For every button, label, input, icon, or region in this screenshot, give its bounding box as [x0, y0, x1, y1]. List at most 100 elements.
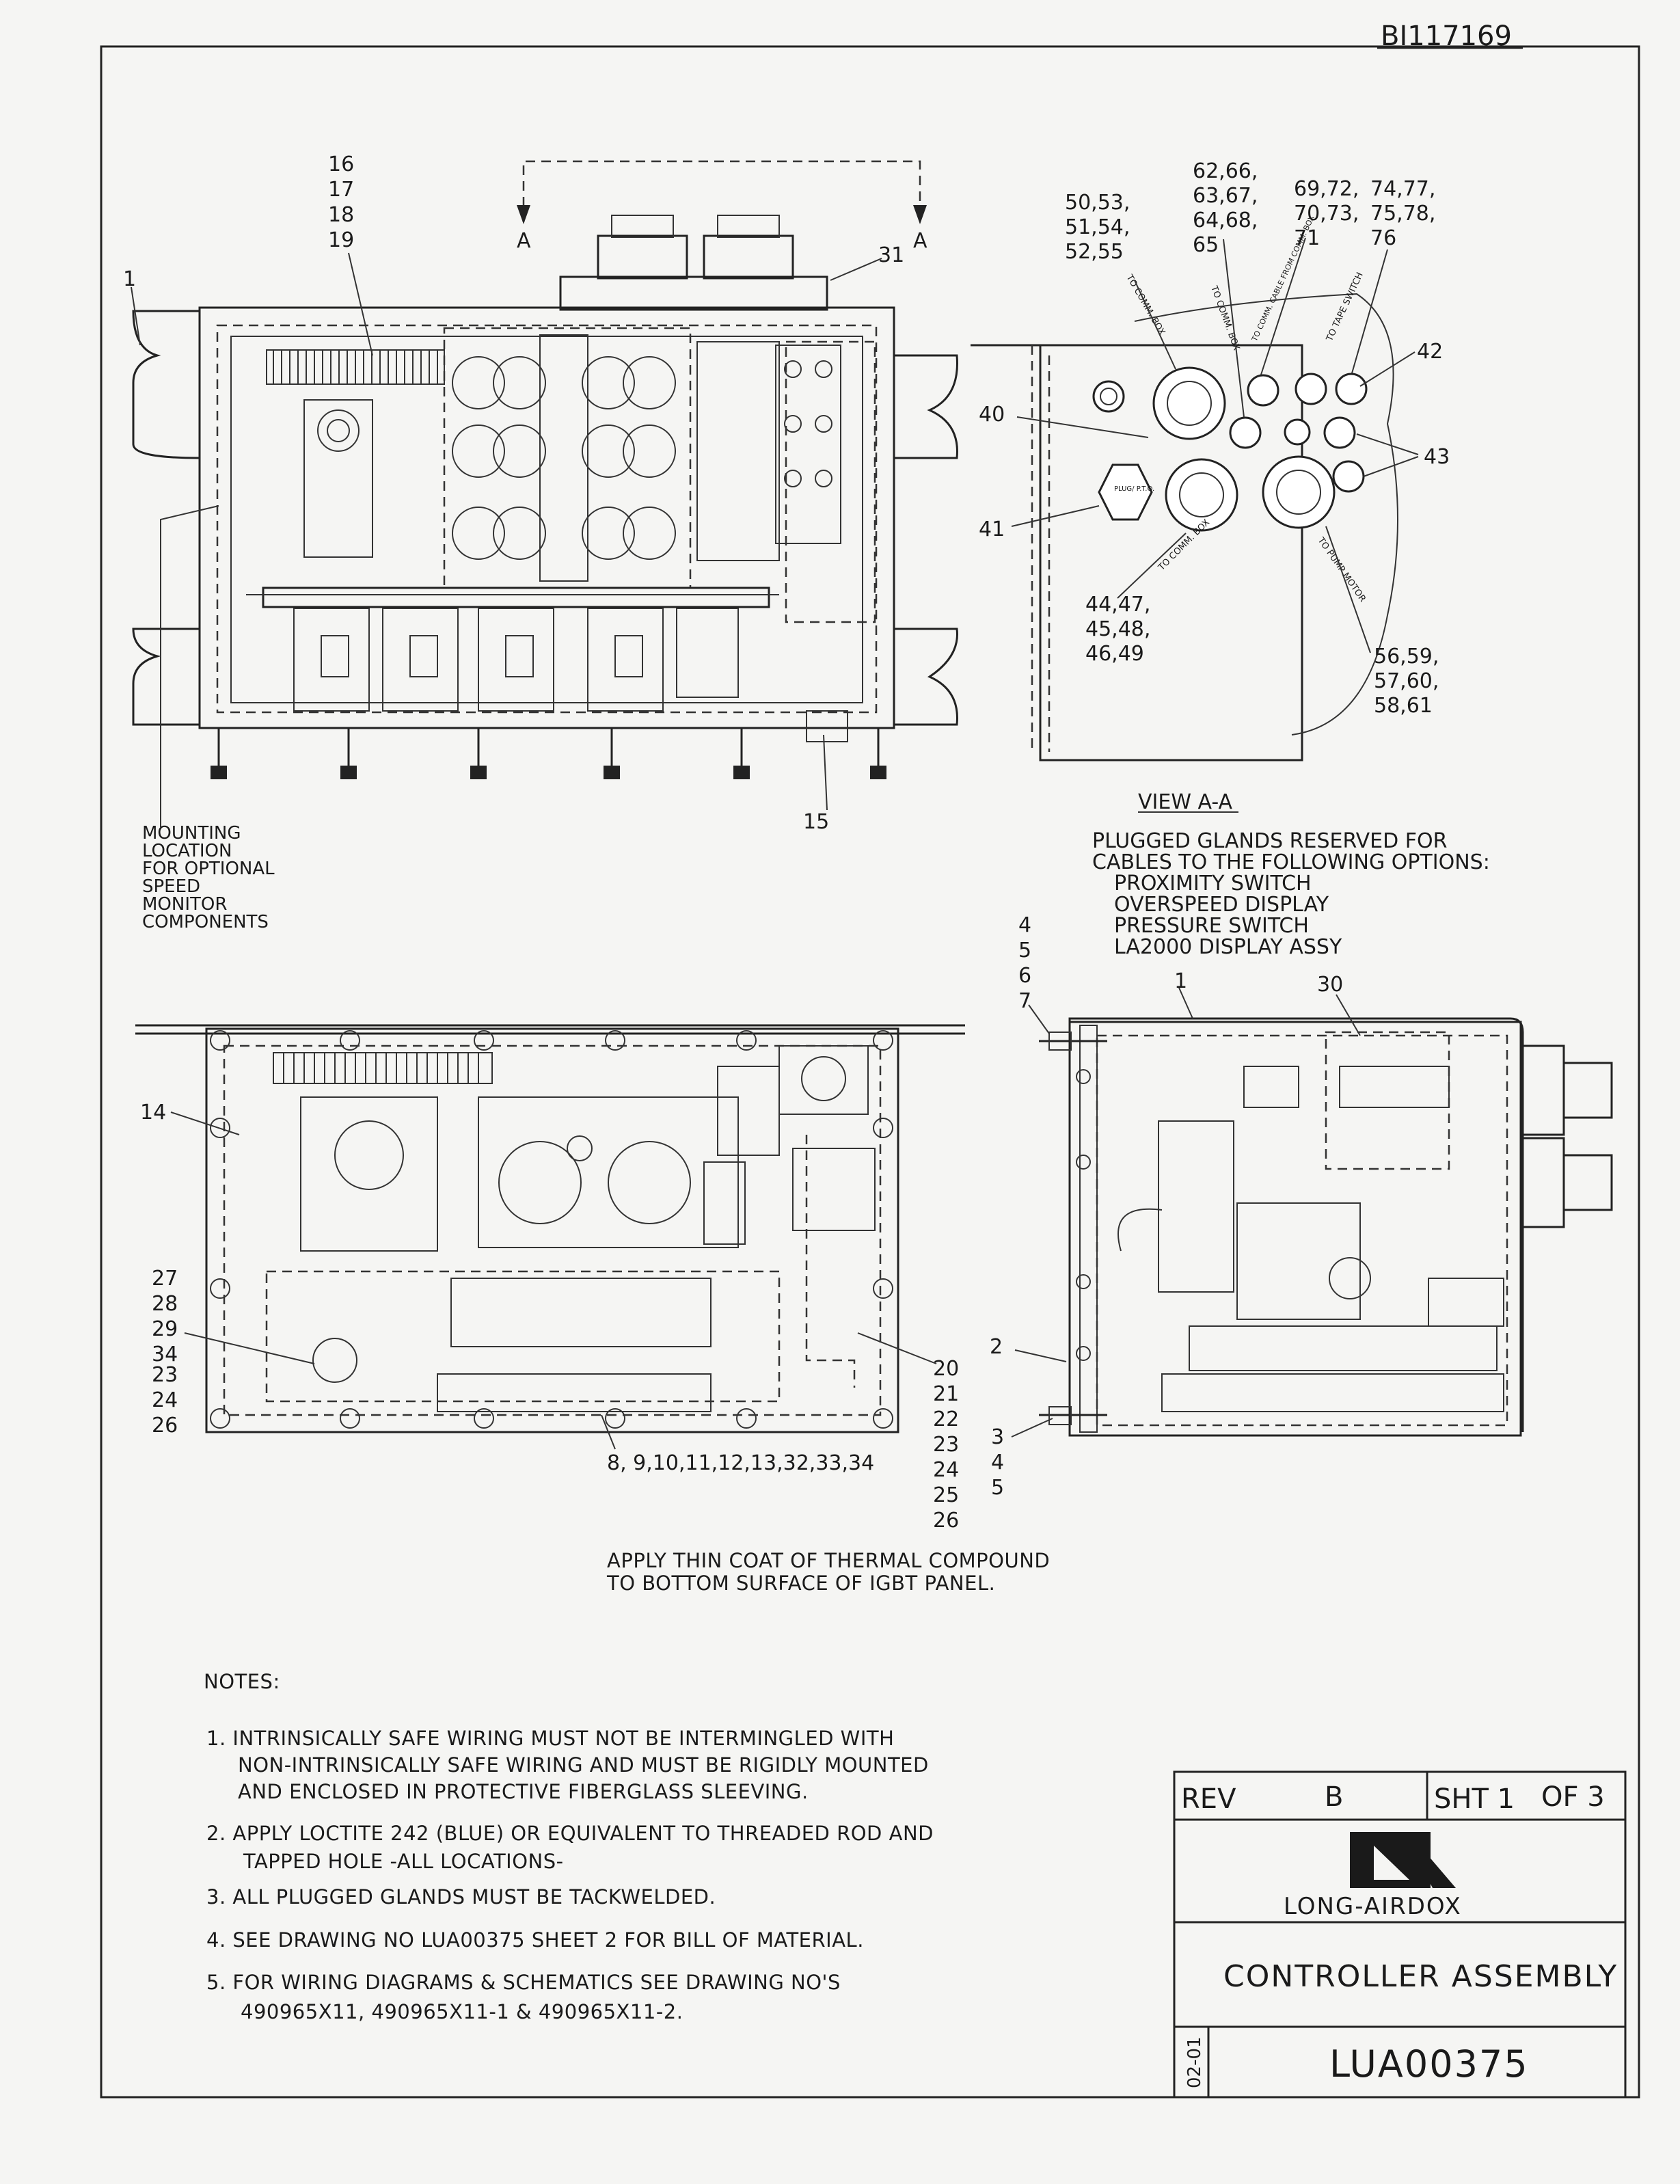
callout-stack-item: 3 — [991, 1425, 1004, 1449]
callout-41: 41 — [979, 517, 1005, 541]
callout-31: 31 — [878, 243, 904, 267]
callout-1: 1 — [1174, 969, 1187, 993]
gland-plug-icon — [1284, 418, 1311, 446]
callout-group-text: 58,61 — [1374, 694, 1433, 718]
callout-group-text: 57,60, — [1374, 669, 1439, 693]
gland-comm-icon — [1152, 366, 1226, 440]
sheet-label: SHT 1 — [1434, 1783, 1515, 1815]
gland-plug-icon — [1323, 416, 1356, 449]
gland-pump-icon — [1262, 455, 1336, 529]
callout-stack-item: 34 — [152, 1343, 178, 1366]
callout-stack-item: 6 — [1018, 964, 1031, 988]
title-block: REV B SHT 1 OF 3 LONG-AIRDOX CONTROLLER … — [1173, 1770, 1627, 2099]
callout-group-text: 76 — [1370, 226, 1396, 250]
callout-stack-item: 20 — [933, 1357, 959, 1381]
callout-15: 15 — [803, 810, 829, 834]
callout-group-text: 64,68, — [1193, 208, 1258, 232]
note-line: 5. FOR WIRING DIAGRAMS & SCHEMATICS SEE … — [206, 1971, 841, 1994]
callout-stack-item: 5 — [1018, 939, 1031, 962]
callout-stack-item: 4 — [1018, 913, 1031, 937]
mounting-note-line: FOR OPTIONAL — [142, 859, 275, 879]
note-line: AND ENCLOSED IN PROTECTIVE FIBERGLASS SL… — [238, 1780, 809, 1803]
thermal-note: TO BOTTOM SURFACE OF IGBT PANEL. — [606, 1572, 995, 1595]
note-line: 4. SEE DRAWING NO LUA00375 SHEET 2 FOR B… — [206, 1928, 864, 1952]
callout-stack-item: 25 — [933, 1483, 959, 1507]
callout-group-text: 65 — [1193, 233, 1219, 257]
callout-group-text: 52,55 — [1065, 240, 1124, 264]
mounting-note-line: LOCATION — [142, 841, 232, 861]
callout-14: 14 — [140, 1101, 166, 1124]
callout-18: 18 — [328, 203, 354, 227]
note-line: 490965X11, 490965X11-1 & 490965X11-2. — [241, 2000, 683, 2023]
callout-17: 17 — [328, 178, 354, 202]
callout-group-text: 70,73, — [1294, 202, 1359, 226]
section-marker-left: A — [517, 229, 531, 253]
company-name: LONG-AIRDOX — [1284, 1893, 1462, 1920]
notes-heading: NOTES: — [204, 1670, 280, 1693]
note-option: PROXIMITY SWITCH — [1114, 872, 1312, 895]
callout-stack-item: 29 — [152, 1317, 178, 1341]
callout-group-text: 51,54, — [1065, 215, 1130, 239]
callout-stack-item: 5 — [991, 1476, 1004, 1500]
mounting-note-line: COMPONENTS — [142, 912, 269, 932]
callout-stack-item: 24 — [933, 1458, 959, 1482]
callout-1: 1 — [123, 267, 136, 291]
view-a-a: TO COMM. BOX TO COMM. BOX TO COMM. CABLE… — [971, 159, 1450, 814]
bottom-left-view: 14 27 28 29 34 23 24 26 20 21 22 23 24 2… — [135, 1024, 1050, 1595]
gland-plug-icon — [1332, 460, 1365, 493]
callout-stack-item: 21 — [933, 1382, 959, 1406]
callout-stack-item: 24 — [152, 1388, 178, 1412]
callout-bottom: 8, 9,10,11,12,13,32,33,34 — [607, 1451, 874, 1475]
plugged-glands-note: PLUGGED GLANDS RESERVED FOR CABLES TO TH… — [1092, 829, 1490, 959]
gland-plug-icon — [1335, 373, 1368, 405]
drawing-title: CONTROLLER ASSEMBLY — [1223, 1959, 1618, 1994]
rev-value: B — [1325, 1781, 1343, 1813]
drawing-number: LUA00375 — [1329, 2043, 1529, 2086]
callout-19: 19 — [328, 228, 354, 252]
note-line: NON-INTRINSICALLY SAFE WIRING AND MUST B… — [238, 1753, 929, 1777]
mounting-note-line: MOUNTING — [142, 823, 241, 844]
callout-stack-item: 22 — [933, 1407, 959, 1431]
callout-group-text: 63,67, — [1193, 184, 1258, 208]
side-view: 4 5 6 7 1 30 2 3 4 5 — [990, 913, 1613, 1500]
callout-2: 2 — [990, 1335, 1003, 1359]
company-logo-icon — [1350, 1832, 1456, 1888]
view-a-a-caption: VIEW A-A — [1138, 790, 1233, 814]
note-text: CABLES TO THE FOLLOWING OPTIONS: — [1092, 850, 1490, 874]
callout-stack-item: 26 — [152, 1414, 178, 1438]
notes: NOTES: 1. INTRINSICALLY SAFE WIRING MUST… — [204, 1670, 934, 2023]
thermal-note: APPLY THIN COAT OF THERMAL COMPOUND — [607, 1549, 1050, 1572]
gland-label: TO COMM. BOX — [1208, 284, 1241, 351]
callout-16: 16 — [328, 152, 354, 176]
section-line-a-a — [522, 160, 921, 222]
sheet-border — [100, 45, 1640, 2099]
callout-group-text: 45,48, — [1085, 617, 1150, 641]
callout-group-text: 44,47, — [1085, 593, 1150, 617]
callout-stack-item: 4 — [991, 1451, 1004, 1474]
note-line: 2. APPLY LOCTITE 242 (BLUE) OR EQUIVALEN… — [206, 1822, 934, 1845]
note-line: TAPPED HOLE -ALL LOCATIONS- — [243, 1850, 564, 1873]
callout-stack-item: 23 — [152, 1363, 178, 1387]
callout-group-text: 74,77, — [1370, 177, 1435, 201]
callout-group-text: 75,78, — [1370, 202, 1435, 226]
gland-small-icon — [1092, 380, 1125, 413]
gland-plug-icon — [1247, 374, 1279, 407]
date-code: 02-01 — [1184, 2036, 1205, 2088]
callout-43: 43 — [1424, 445, 1450, 469]
mounting-note-line: SPEED — [142, 876, 200, 897]
of-label: OF 3 — [1541, 1781, 1605, 1813]
top-left-view: A A — [123, 152, 958, 932]
callout-group-text: 62,66, — [1193, 159, 1258, 183]
section-marker-right: A — [913, 229, 927, 253]
callout-stack-item: 28 — [152, 1292, 178, 1316]
callout-group-text: 69,72, — [1294, 177, 1359, 201]
callout-group-text: 56,59, — [1374, 645, 1439, 669]
callout-stack-item: 26 — [933, 1509, 959, 1533]
gland-label: TO TAPE SWITCH — [1325, 271, 1366, 343]
plug-pto-icon — [1098, 463, 1153, 521]
note-option: PRESSURE SWITCH — [1114, 914, 1309, 938]
gland-comm-icon — [1165, 458, 1238, 532]
callout-40: 40 — [979, 403, 1005, 427]
gland-plug-icon — [1229, 416, 1262, 449]
